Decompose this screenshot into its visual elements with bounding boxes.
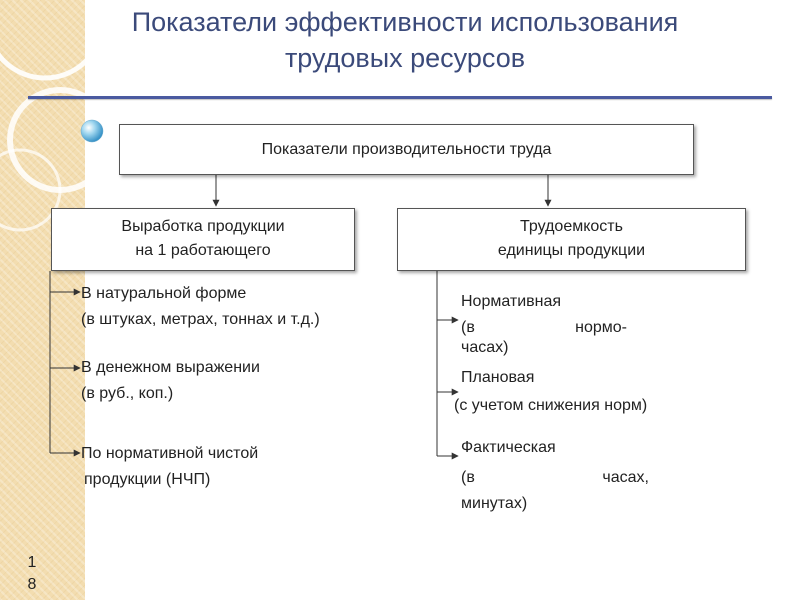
right-item-1-line-2b: нормо- [575, 319, 627, 336]
left-item-2-line-1: В денежном выражении [81, 359, 260, 376]
page-number: 1 8 [26, 552, 38, 596]
right-item-3-line-2b: часах, [602, 469, 649, 486]
left-box-line-1: Выработка продукции [121, 218, 285, 235]
left-item-1-line-2: (в штуках, метрах, тоннах и т.д.) [81, 311, 320, 328]
right-item-3-line-3: минутах) [461, 495, 528, 512]
right-item-2-line-1: Плановая [461, 369, 535, 386]
left-item-1-line-1: В натуральной форме [81, 285, 247, 302]
left-item-3: По нормативной чистой продукции (НЧП) [81, 441, 258, 493]
left-item-1: В натуральной форме (в штуках, метрах, т… [81, 281, 320, 333]
page-number-digit-2: 8 [27, 576, 37, 593]
title-underline [28, 96, 772, 99]
top-box-label: Показатели производительности труда [261, 141, 552, 158]
right-item-3-line-1: Фактическая [461, 439, 556, 456]
page-number-digit-1: 1 [27, 554, 37, 571]
right-item-1-line-2: (в нормо- [461, 315, 627, 341]
right-item-1: Нормативная (в нормо- часах) [461, 289, 627, 361]
right-item-2: Плановая (с учетом снижения норм) [454, 365, 647, 419]
right-item-2-line-2: (с учетом снижения норм) [454, 397, 648, 414]
right-item-3-line-2: (в часах, [461, 465, 649, 491]
right-box: Трудоемкость единицы продукции [397, 208, 746, 271]
bubble-icon [80, 119, 104, 143]
decorative-side-strip [0, 0, 85, 600]
right-box-line-1: Трудоемкость [520, 218, 623, 235]
left-item-3-line-2: продукции (НЧП) [84, 471, 211, 488]
right-box-line-2: единицы продукции [497, 242, 646, 259]
right-item-1-line-1: Нормативная [461, 293, 562, 310]
right-item-3: Фактическая (в часах, минутах) [461, 435, 649, 517]
left-box-line-2: на 1 работающего [135, 242, 271, 259]
left-box: Выработка продукции на 1 работающего [51, 208, 355, 271]
title-line-1: Показатели эффективности использования [131, 7, 679, 37]
right-item-1-line-3: часах) [461, 339, 509, 356]
left-item-2: В денежном выражении (в руб., коп.) [81, 355, 260, 407]
title-line-2: трудовых ресурсов [284, 43, 526, 73]
left-item-3-line-1: По нормативной чистой [81, 445, 259, 462]
left-item-2-line-2: (в руб., коп.) [81, 385, 174, 402]
slide-title: Показатели эффективности использования т… [60, 4, 750, 76]
top-box: Показатели производительности труда [119, 124, 694, 175]
right-item-1-line-2a: (в [461, 319, 475, 336]
right-item-3-line-2a: (в [461, 469, 475, 486]
